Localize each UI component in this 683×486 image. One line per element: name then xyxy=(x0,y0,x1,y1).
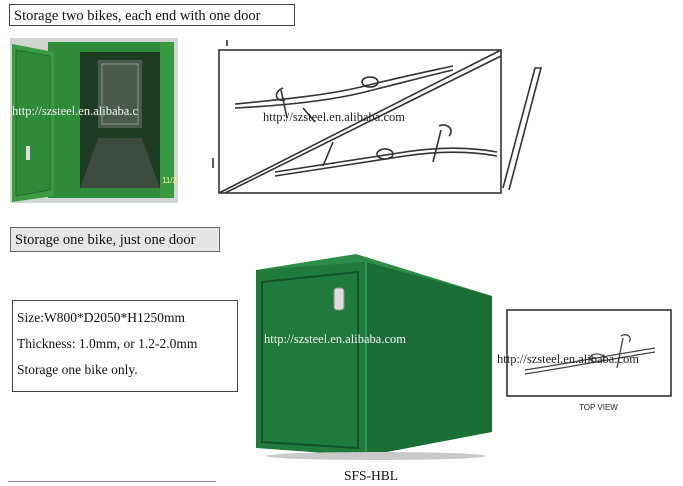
watermark-top-view: http://szsteel.en.alibaba.com xyxy=(497,352,639,366)
model-caption: SFS-HBL xyxy=(344,468,399,483)
two-bike-drawing: http://szsteel.en.alibaba.com xyxy=(205,38,545,203)
watermark-photo: http://szsteel.en.alibaba.c xyxy=(12,104,138,118)
top-view-drawing: http://szsteel.en.alibaba.com TOP VIEW xyxy=(497,308,675,418)
spec-capacity: Storage one bike only. xyxy=(17,362,138,377)
spec-size: Size:W800*D2050*H1250mm xyxy=(17,310,185,325)
specs-box: Size:W800*D2050*H1250mm Thickness: 1.0mm… xyxy=(12,300,238,392)
photo-tag: 11/22 xyxy=(162,176,182,185)
spec-thickness: Thickness: 1.0mm, or 1.2-2.0mm xyxy=(17,336,198,351)
watermark-cabinet: http://szsteel.en.alibaba.com xyxy=(264,332,406,346)
two-bike-drawing-graphic xyxy=(212,40,543,194)
one-bike-cabinet-image: http://szsteel.en.alibaba.com xyxy=(246,248,496,460)
top-view-label: TOP VIEW xyxy=(579,403,618,412)
one-bike-section-title: Storage one bike, just one door xyxy=(10,227,220,252)
bottom-divider xyxy=(8,481,216,482)
two-bike-locker-photo: http://szsteel.en.alibaba.c 11/22 xyxy=(10,38,182,203)
cabinet-graphic xyxy=(256,254,492,460)
locker-photo-graphic xyxy=(10,38,178,203)
two-bike-section-title: Storage two bikes, each end with one doo… xyxy=(9,4,295,26)
watermark-drawing: http://szsteel.en.alibaba.com xyxy=(263,110,405,124)
top-view-graphic xyxy=(506,309,672,397)
